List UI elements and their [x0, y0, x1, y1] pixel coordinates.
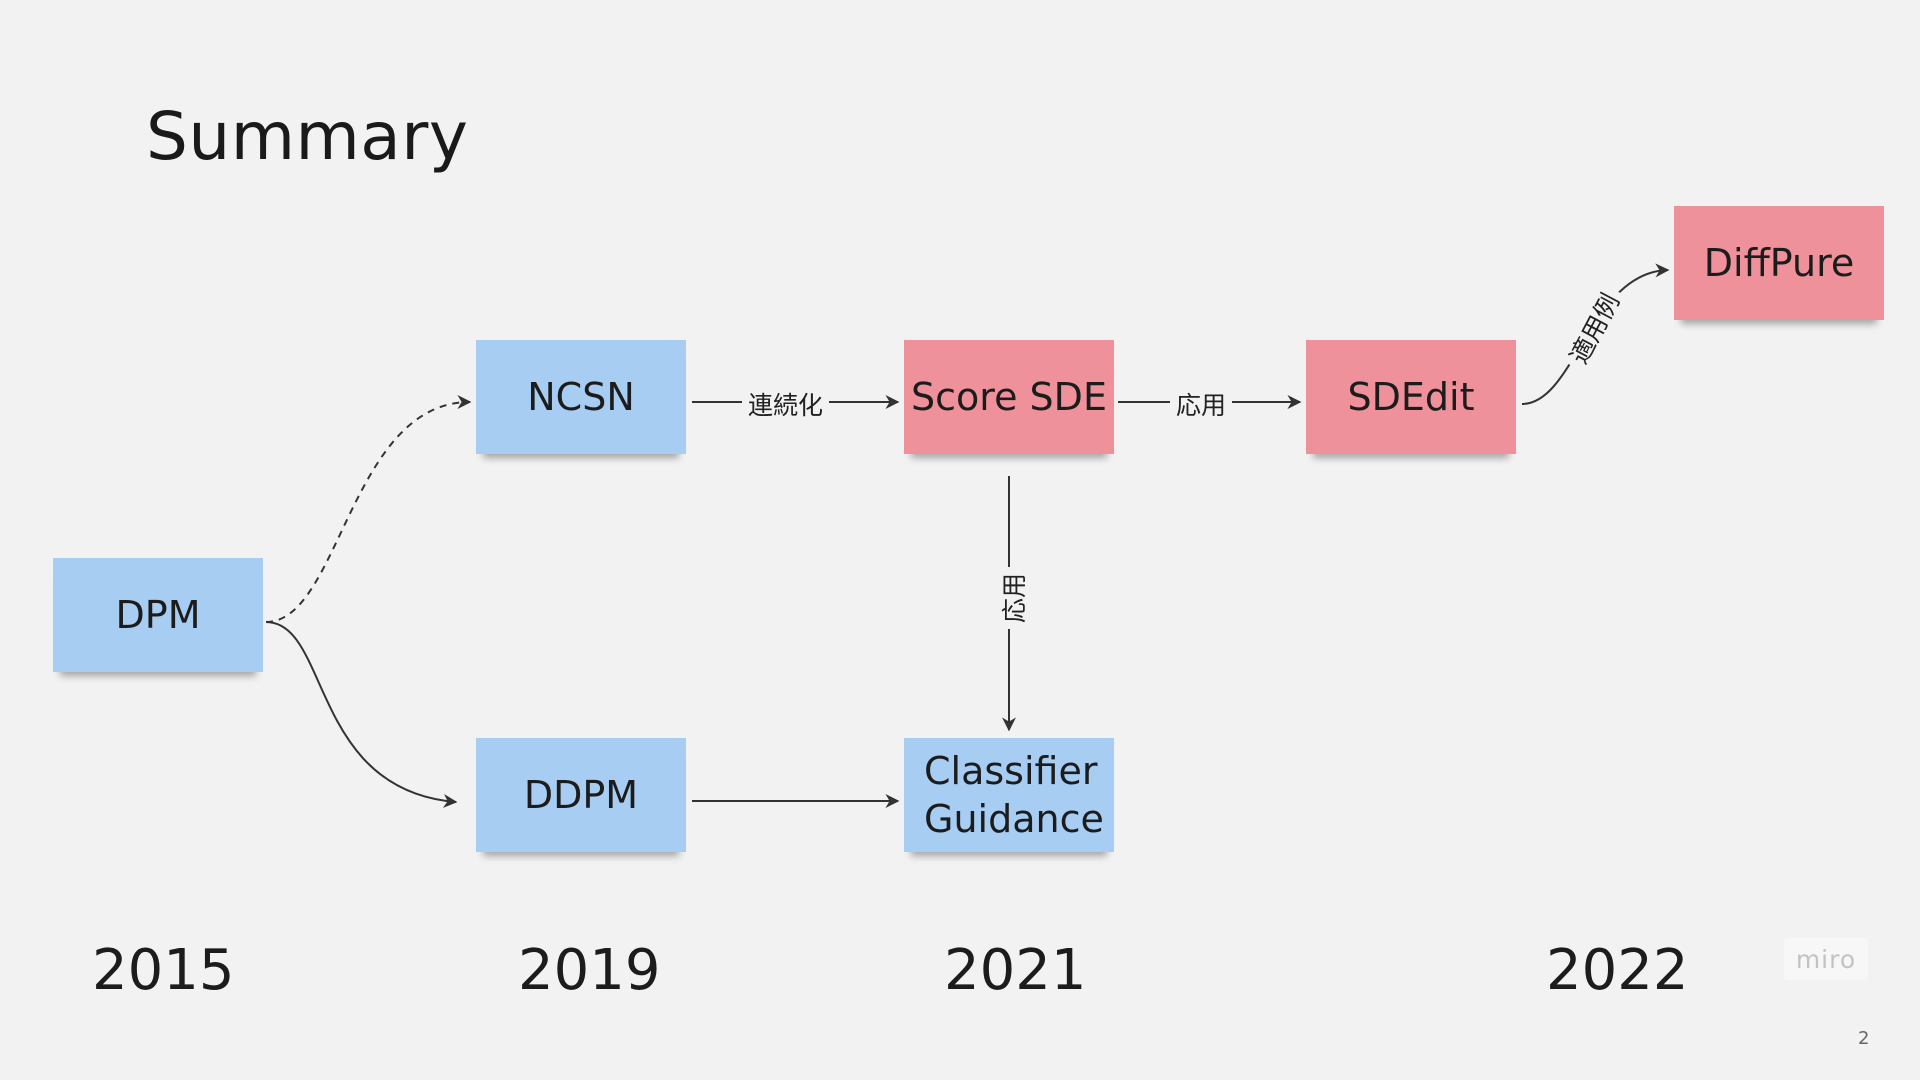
- year-2022: 2022: [1546, 938, 1689, 1003]
- page-number: 2: [1858, 1028, 1870, 1049]
- note-dpm[interactable]: DPM: [53, 558, 263, 672]
- edge-label-ncsn-to-score-sde: 連続化: [742, 386, 830, 422]
- note-classifier-guidance-label: Classifier Guidance: [924, 749, 1104, 841]
- note-ddpm[interactable]: DDPM: [476, 738, 686, 852]
- year-2021: 2021: [944, 938, 1087, 1003]
- note-ncsn[interactable]: NCSN: [476, 340, 686, 454]
- edge-label-score-sde-to-sdedit: 応用: [1170, 386, 1233, 422]
- note-score-sde[interactable]: Score SDE: [904, 340, 1114, 454]
- note-classifier-guidance[interactable]: Classifier Guidance: [904, 738, 1114, 852]
- note-ncsn-label: NCSN: [527, 375, 635, 419]
- miro-watermark: miro: [1784, 938, 1868, 980]
- year-2019: 2019: [518, 938, 661, 1003]
- edge-dpm-to-ncsn: [265, 395, 472, 623]
- note-ddpm-label: DDPM: [523, 773, 639, 817]
- note-sdedit[interactable]: SDEdit: [1306, 340, 1516, 454]
- note-sdedit-label: SDEdit: [1347, 375, 1475, 419]
- edge-label-score-sde-to-classifier: 応用: [995, 566, 1032, 630]
- note-diffpure[interactable]: DiffPure: [1674, 206, 1884, 320]
- note-diffpure-label: DiffPure: [1703, 241, 1855, 285]
- year-2015: 2015: [92, 938, 235, 1003]
- page-title: Summary: [146, 98, 469, 175]
- edge-dpm-to-ddpm: [265, 621, 458, 808]
- note-score-sde-label: Score SDE: [911, 375, 1107, 419]
- note-dpm-label: DPM: [115, 593, 201, 637]
